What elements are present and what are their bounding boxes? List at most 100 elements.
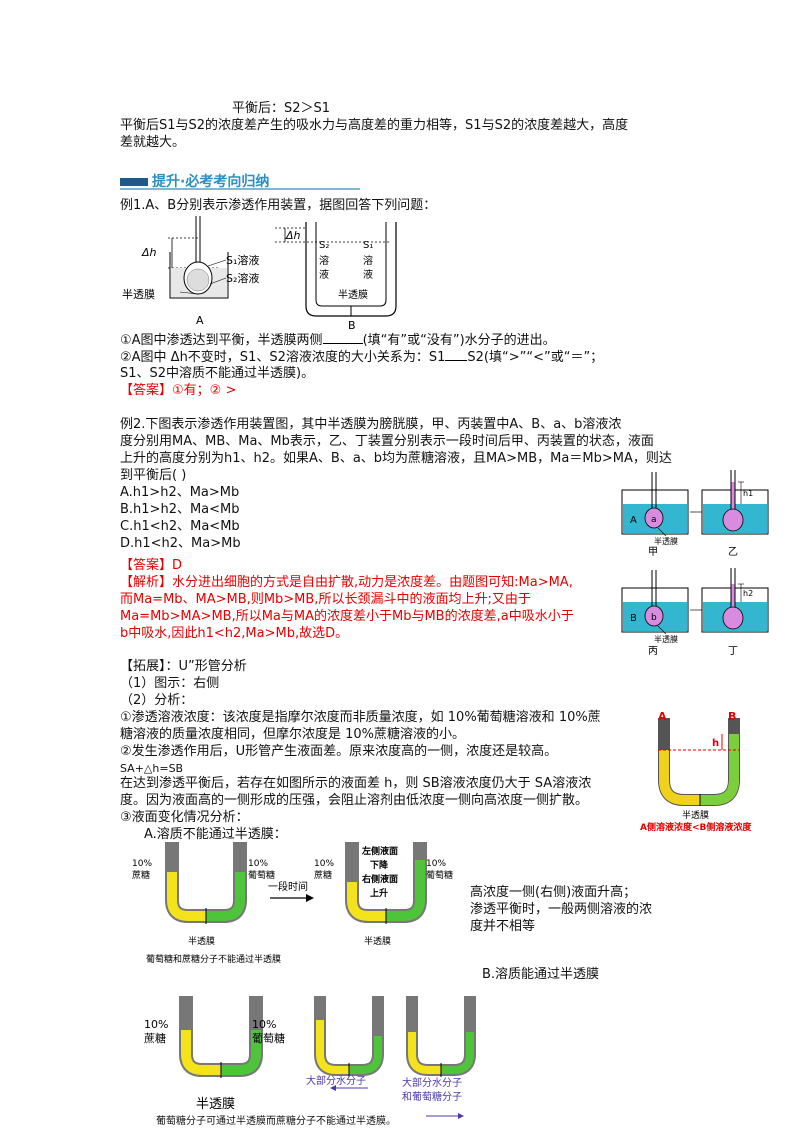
ex1-q1: ①A图中渗透达到平衡，半透膜两侧(填“有”或“没有”)水分子的进出。 [120, 333, 556, 348]
ext-head: 【拓展】：U”形管分析 [120, 659, 247, 674]
ext-c3-2: 度。因为液面高的一侧形成的压强，会阻止溶剂由低浓度一侧向高浓度一侧扩散。 [120, 793, 589, 808]
fa-left2b: 蔗糖 [314, 869, 332, 881]
fig-a-right-tube: 10% 蔗糖 10% 葡萄糖 左侧液面 下降 右侧液面 上升 半透膜 [314, 842, 453, 947]
fa-left1b: 10% [314, 859, 334, 869]
u-tube-figure: A B h 半透膜 [658, 710, 740, 821]
ex1-stem: 例1.A、B分别表示渗透作用装置，据图回答下列问题： [120, 198, 437, 213]
yi-label: 乙 [728, 546, 738, 558]
ext-ua-title: A.溶质不能通过半透膜： [144, 827, 287, 842]
fb-membrane: 半透膜 [196, 1097, 235, 1112]
ext-c2: ②发生渗透作用后，U形管产生液面差。原来浓度高的一侧，浓度还是较高。 [120, 744, 558, 759]
ext-ub-title: B.溶质能通过半透膜 [482, 967, 600, 982]
fig-b-dh: Δh [285, 229, 301, 242]
ex2-option-a: A.h1>h2、Ma>Mb [120, 485, 240, 500]
fig-b-s1c: 液 [363, 268, 373, 281]
fig-a: Δh S₁溶液 S₂溶液 半透膜 A [122, 216, 259, 327]
fa-arrow: 一段时间 [268, 880, 308, 893]
u-h-label: h [712, 738, 719, 749]
fa-right1: 10% [248, 859, 268, 869]
ding-label: 丁 [728, 646, 738, 657]
fig-yi: h1 乙 [701, 470, 769, 558]
ex2-stem-2: 度分别用MA、MB、Ma、Mb表示，乙、丁装置分别表示一段时间后甲、丙装置的状态… [120, 434, 654, 449]
fa-mid2: 下降 [370, 859, 389, 871]
ext-p2: （2）分析： [120, 693, 194, 708]
fa-right2: 葡萄糖 [248, 869, 275, 881]
fig-jia: A a 半透膜 甲 [621, 472, 689, 558]
ex2-analysis-1: 【解析】水分进出细胞的方式是自由扩散,动力是浓度差。由题图可知:Ma>MA, [120, 575, 573, 590]
ex2-stem-4: 到平衡后( ) [120, 468, 187, 483]
ex2-stem-1: 例2.下图表示渗透作用装置图，其中半透膜为膀胱膜，甲、丙装置中A、B、a、b溶液… [120, 417, 622, 432]
fig-a-label: A [196, 314, 204, 327]
bing-b-label: B [630, 613, 637, 624]
bing-membrane: 半透膜 [654, 634, 678, 644]
fb-tube-2: 大部分水分子 [306, 996, 384, 1091]
ex2-figure: A a 半透膜 甲 h1 乙 B b 半透膜 丙 [621, 470, 769, 657]
jia-membrane: 半透膜 [654, 536, 678, 546]
fig-a-membrane: 半透膜 [122, 287, 155, 301]
ext-p1: （1）图示：右侧 [120, 676, 220, 691]
section-rule [120, 188, 360, 190]
fa-caption: 葡萄糖和蔗糖分子不能通过半透膜 [146, 953, 281, 965]
fig-b-s2b: 溶 [319, 254, 329, 267]
balance-after: 平衡后：S2＞S1 [232, 101, 331, 116]
ex2-option-d: D.h1<h2、Ma>Mb [120, 536, 241, 551]
ex2-analysis-3: Ma=Mb>MA>MB,所以Ma与MA的浓度差小于Mb与MB的浓度差,a中吸水小… [120, 609, 574, 624]
fa-membrane2: 半透膜 [364, 935, 391, 947]
fb-right1: 10% [252, 1018, 276, 1031]
fig-solute-blocked: 10% 蔗糖 10% 葡萄糖 半透膜 一段时间 10% 蔗糖 10% 葡萄糖 左… [132, 842, 453, 965]
fb-left1: 10% [144, 1018, 168, 1031]
fa-left2: 蔗糖 [132, 869, 150, 881]
jia-a-small: a [651, 515, 657, 525]
ext-c4: ③液面变化情况分析： [120, 810, 249, 825]
balance-note-2: 差就越大。 [120, 135, 186, 150]
ex1-q2-note: S1、S2中溶质不能通过半透膜)。 [120, 366, 315, 381]
fb-arrow2a: 大部分水分子 [402, 1076, 462, 1089]
fa-membrane1: 半透膜 [188, 935, 215, 947]
ex2-answer: 【答案】D [120, 558, 183, 573]
jia-a-label: A [630, 515, 637, 526]
u-b-label: B [728, 710, 736, 723]
ex2-analysis-2: 而Ma=Mb、MA>MB,则Mb>MB,所以长颈漏斗中的液面均上升;又由于 [120, 592, 531, 607]
fig-b: Δh S₂ 溶 液 S₁ 溶 液 半透膜 B [275, 222, 397, 330]
fb-arrow1: 大部分水分子 [306, 1074, 366, 1087]
fa-mid1: 左侧液面 [361, 845, 398, 857]
noteA-2: 渗透平衡时，一般两侧溶液的浓 [470, 902, 653, 917]
u-membrane: 半透膜 [682, 809, 709, 821]
section-marker [120, 178, 148, 186]
ex1-answer: 【答案】①有；② > [120, 383, 237, 398]
fig-b-s1a: S₁ [363, 240, 373, 251]
fb-tube-3: 大部分水分子 和葡萄糖分子 [402, 996, 476, 1119]
fig-b-s2c: 液 [319, 268, 329, 281]
section-title: 提升·必考考向归纳 [152, 174, 270, 190]
fig-b-label: B [348, 319, 356, 330]
bing-b-small: b [651, 613, 657, 623]
fb-right2: 葡萄糖 [252, 1031, 285, 1045]
u-caption: A侧溶液浓度<B侧溶液浓度 [640, 823, 752, 833]
noteA-3: 度并不相等 [470, 919, 536, 934]
jia-label: 甲 [648, 547, 658, 558]
fb-caption: 葡萄糖分子可通过半透膜而蔗糖分子不能通过半透膜。 [156, 1116, 396, 1127]
ex1-figure: Δh S₁溶液 S₂溶液 半透膜 A Δh S₂ 溶 液 S₁ 溶 液 半透膜 … [122, 216, 397, 330]
fb-left2: 蔗糖 [144, 1031, 166, 1045]
fig-a-s1: S₁溶液 [226, 253, 259, 267]
ext-c1-1: ①渗透溶液浓度：该浓度是指摩尔浓度而非质量浓度，如 10%葡萄糖溶液和 10%蔗 [120, 710, 601, 725]
fig-b-s1b: 溶 [363, 254, 373, 267]
fa-right1b: 10% [426, 859, 446, 869]
fig-solute-pass: 10% 蔗糖 10% 葡萄糖 半透膜 大部分水分子 大部分水分子 和葡萄糖分子 [144, 996, 476, 1119]
fig-a-left-tube: 10% 蔗糖 10% 葡萄糖 半透膜 [132, 842, 275, 947]
yi-h1: h1 [743, 489, 753, 498]
ext-c3-1: 在达到渗透平衡后，若存在如图所示的液面差 h，则 SB溶液浓度仍大于 SA溶液浓 [120, 776, 592, 791]
ext-formula: SA+△h=SB [120, 762, 184, 775]
fig-a-s2: S₂溶液 [226, 271, 259, 285]
fig-b-s2a: S₂ [319, 240, 329, 251]
noteA-1: 高浓度一侧(右侧)液面升高； [470, 885, 637, 900]
ex2-option-b: B.h1>h2、Ma<Mb [120, 502, 240, 517]
ext-c1-2: 糖溶液的质量浓度相同，但摩尔浓度是 10%蔗糖溶液的小。 [120, 727, 466, 742]
fig-ding: h2 丁 [701, 568, 769, 657]
ex1-q2-blank [445, 348, 468, 361]
bing-label: 丙 [648, 646, 658, 657]
ex2-analysis-4: b中吸水,因此h1<h2,Ma>Mb,故选D。 [120, 626, 349, 641]
fa-right2b: 葡萄糖 [426, 869, 453, 881]
fa-mid3: 右侧液面 [361, 873, 398, 885]
